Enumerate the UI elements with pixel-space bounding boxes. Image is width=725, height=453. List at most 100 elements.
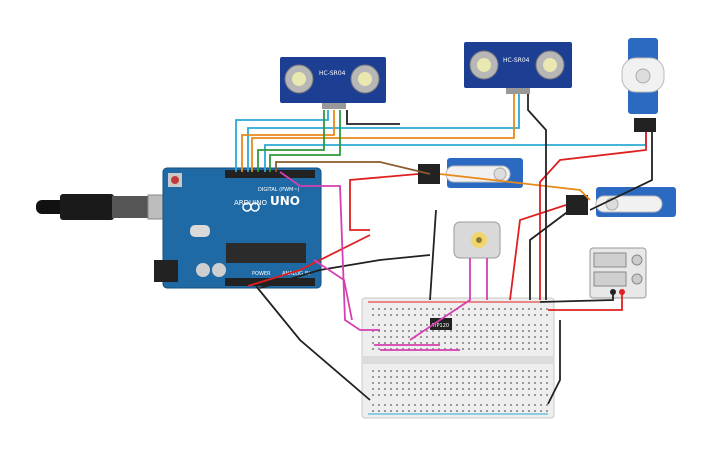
breadboard-hole: [468, 308, 470, 310]
breadboard-hole: [546, 336, 548, 338]
breadboard-hole: [450, 348, 452, 350]
breadboard-hole: [378, 348, 380, 350]
breadboard-hole: [504, 370, 506, 372]
breadboard-hole: [528, 410, 530, 412]
breadboard-hole: [486, 330, 488, 332]
breadboard-hole: [522, 330, 524, 332]
breadboard-hole: [378, 388, 380, 390]
breadboard-hole: [414, 348, 416, 350]
breadboard-hole: [498, 314, 500, 316]
arduino-uno-board: ARDUINO UNO DIGITAL (PWM~) POWER ANALOG …: [154, 167, 322, 289]
breadboard-hole: [498, 388, 500, 390]
breadboard-hole: [504, 376, 506, 378]
breadboard-hole: [444, 336, 446, 338]
breadboard-hole: [498, 330, 500, 332]
breadboard-hole: [390, 388, 392, 390]
breadboard-hole: [402, 376, 404, 378]
breadboard-hole: [492, 336, 494, 338]
breadboard-hole: [408, 394, 410, 396]
breadboard-hole: [492, 330, 494, 332]
breadboard-hole: [438, 348, 440, 350]
breadboard-hole: [444, 342, 446, 344]
breadboard-hole: [498, 370, 500, 372]
breadboard-hole: [390, 342, 392, 344]
breadboard-hole: [414, 308, 416, 310]
breadboard-hole: [384, 314, 386, 316]
breadboard-hole: [450, 382, 452, 384]
breadboard-hole: [438, 382, 440, 384]
breadboard-hole: [546, 376, 548, 378]
breadboard-hole: [456, 404, 458, 406]
usb-cable: [36, 194, 179, 220]
breadboard-hole: [516, 314, 518, 316]
breadboard-hole: [480, 330, 482, 332]
breadboard-hole: [408, 370, 410, 372]
breadboard-hole: [474, 410, 476, 412]
breadboard-hole: [372, 342, 374, 344]
breadboard-hole: [522, 308, 524, 310]
breadboard-hole: [540, 404, 542, 406]
sensor-right-label: HC-SR04: [503, 57, 530, 64]
breadboard-hole: [504, 330, 506, 332]
breadboard-hole: [444, 382, 446, 384]
breadboard-hole: [480, 314, 482, 316]
breadboard-hole: [528, 348, 530, 350]
wires: [235, 94, 653, 405]
breadboard-hole: [432, 348, 434, 350]
breadboard-hole: [420, 342, 422, 344]
breadboard-hole: [384, 308, 386, 310]
breadboard-hole: [516, 348, 518, 350]
breadboard-hole: [486, 382, 488, 384]
breadboard-hole: [438, 376, 440, 378]
breadboard-hole: [504, 404, 506, 406]
breadboard-hole: [468, 394, 470, 396]
breadboard-hole: [432, 336, 434, 338]
breadboard-hole: [390, 394, 392, 396]
breadboard-hole: [504, 336, 506, 338]
breadboard-hole: [546, 394, 548, 396]
breadboard-hole: [474, 314, 476, 316]
breadboard-hole: [378, 342, 380, 344]
breadboard-hole: [390, 410, 392, 412]
breadboard-hole: [414, 388, 416, 390]
breadboard-hole: [456, 348, 458, 350]
breadboard-hole: [522, 410, 524, 412]
breadboard-hole: [504, 314, 506, 316]
breadboard-hole: [408, 314, 410, 316]
breadboard-hole: [396, 370, 398, 372]
breadboard-hole: [486, 376, 488, 378]
breadboard-hole: [390, 370, 392, 372]
breadboard-hole: [492, 376, 494, 378]
breadboard-hole: [504, 342, 506, 344]
breadboard-hole: [432, 342, 434, 344]
breadboard-hole: [432, 382, 434, 384]
breadboard-hole: [474, 382, 476, 384]
breadboard-hole: [432, 410, 434, 412]
breadboard-hole: [534, 324, 536, 326]
breadboard-hole: [420, 376, 422, 378]
breadboard-hole: [384, 324, 386, 326]
breadboard-hole: [486, 404, 488, 406]
breadboard-hole: [432, 330, 434, 332]
breadboard-hole: [438, 314, 440, 316]
breadboard-hole: [510, 394, 512, 396]
breadboard-hole: [450, 404, 452, 406]
breadboard-hole: [534, 404, 536, 406]
breadboard-hole: [372, 330, 374, 332]
breadboard-hole: [420, 324, 422, 326]
breadboard-hole: [462, 376, 464, 378]
breadboard-hole: [456, 394, 458, 396]
breadboard-hole: [504, 388, 506, 390]
breadboard-hole: [372, 370, 374, 372]
breadboard-hole: [438, 336, 440, 338]
breadboard-hole: [372, 410, 374, 412]
breadboard-hole: [528, 404, 530, 406]
breadboard-hole: [510, 308, 512, 310]
breadboard-hole: [396, 376, 398, 378]
breadboard-hole: [480, 376, 482, 378]
breadboard-hole: [378, 394, 380, 396]
breadboard-hole: [540, 336, 542, 338]
breadboard-hole: [510, 336, 512, 338]
breadboard-hole: [378, 314, 380, 316]
breadboard-hole: [468, 382, 470, 384]
